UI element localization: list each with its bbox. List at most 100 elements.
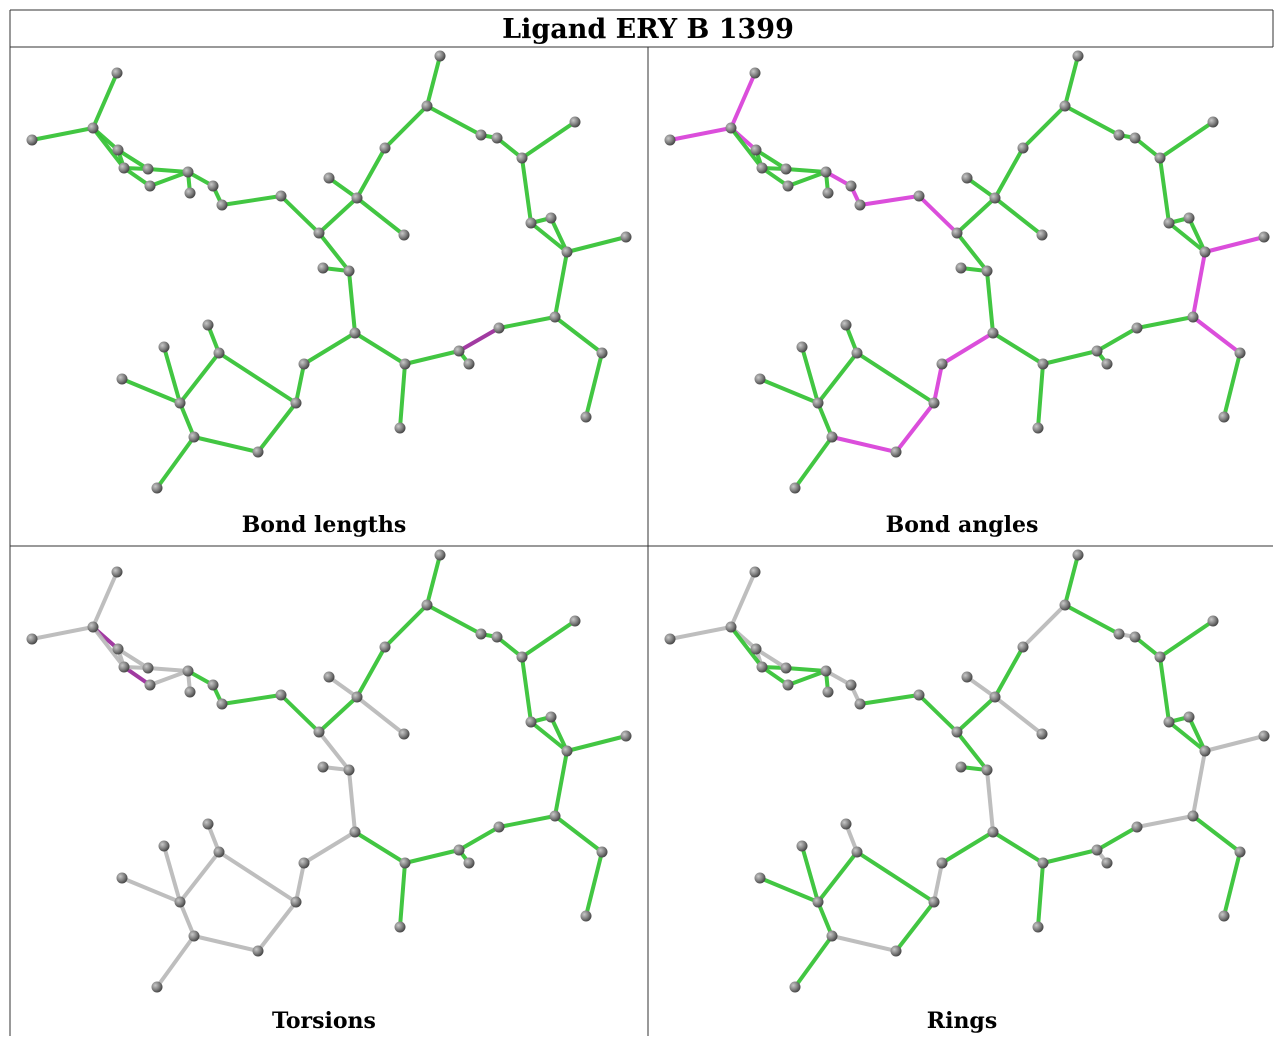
bond	[830, 934, 898, 953]
bond	[256, 900, 298, 953]
bond	[1158, 619, 1215, 659]
bond	[91, 71, 119, 130]
atom	[351, 691, 363, 703]
panel-bond-angles	[664, 50, 1270, 494]
atom	[549, 311, 561, 323]
bond	[1203, 734, 1266, 753]
bond	[146, 666, 190, 673]
atom	[118, 661, 130, 673]
bond	[1203, 235, 1266, 254]
atom	[493, 322, 505, 334]
bond	[758, 876, 820, 904]
atom	[453, 345, 465, 357]
atom	[379, 142, 391, 154]
atom	[116, 872, 128, 884]
atom	[812, 896, 824, 908]
atom	[756, 661, 768, 673]
atom	[399, 358, 411, 370]
atom	[188, 431, 200, 443]
atom	[951, 726, 963, 738]
bond	[497, 814, 557, 829]
atom	[951, 227, 963, 239]
bond	[553, 749, 569, 818]
bond	[1041, 349, 1099, 366]
atom	[545, 711, 557, 723]
atom	[343, 265, 355, 277]
atom	[111, 67, 123, 79]
bond	[1187, 216, 1207, 254]
atom	[750, 144, 762, 156]
atom	[1113, 628, 1125, 640]
atom	[1101, 358, 1113, 370]
atom	[569, 116, 581, 128]
atom	[1154, 152, 1166, 164]
atom	[158, 840, 170, 852]
atom	[252, 945, 264, 957]
atom	[854, 199, 866, 211]
atom	[987, 826, 999, 838]
atom	[756, 162, 768, 174]
bond	[1135, 814, 1195, 829]
caption-bond-angles: Bond angles	[886, 512, 1039, 538]
atom	[349, 826, 361, 838]
bond	[1135, 315, 1195, 330]
atom	[620, 730, 632, 742]
bond	[1158, 655, 1171, 724]
atom	[216, 698, 228, 710]
atom	[213, 846, 225, 858]
bond	[793, 435, 834, 490]
bond	[830, 435, 898, 454]
bond	[1063, 603, 1121, 636]
bond	[800, 844, 820, 904]
bond	[294, 362, 306, 405]
atom	[1131, 821, 1143, 833]
bond	[91, 570, 119, 629]
bond	[1167, 221, 1207, 254]
atom	[398, 728, 410, 740]
atom	[207, 180, 219, 192]
bond	[985, 269, 995, 335]
caption-bond-lengths: Bond lengths	[242, 512, 407, 538]
bond	[729, 625, 764, 669]
atom	[1059, 599, 1071, 611]
atom	[252, 446, 264, 458]
bond	[565, 734, 628, 753]
atom	[851, 846, 863, 858]
bond	[793, 934, 834, 989]
bond	[784, 666, 828, 673]
atom	[981, 764, 993, 776]
atom	[1207, 615, 1219, 627]
bond	[178, 401, 196, 439]
atom	[491, 631, 503, 643]
bond	[729, 71, 757, 130]
bond	[520, 120, 577, 160]
bond	[1063, 104, 1121, 137]
atom	[620, 231, 632, 243]
bond	[1036, 362, 1045, 430]
atom	[298, 857, 310, 869]
bond	[353, 830, 407, 865]
bond	[940, 331, 995, 366]
bond	[816, 351, 859, 405]
atom	[343, 764, 355, 776]
atom	[493, 821, 505, 833]
atom	[516, 651, 528, 663]
bond	[584, 850, 604, 918]
bond	[965, 176, 997, 200]
bond	[894, 401, 936, 454]
bond	[383, 104, 429, 150]
atom	[1131, 322, 1143, 334]
atom	[961, 671, 973, 683]
atom	[749, 566, 761, 578]
atom	[313, 227, 325, 239]
bond	[302, 331, 357, 366]
atom	[989, 691, 1001, 703]
atom	[26, 134, 38, 146]
atom	[174, 397, 186, 409]
atom	[1129, 132, 1141, 144]
bond	[894, 900, 936, 953]
bond	[302, 830, 357, 865]
atom	[349, 327, 361, 339]
atom	[1113, 129, 1125, 141]
atom	[116, 373, 128, 385]
